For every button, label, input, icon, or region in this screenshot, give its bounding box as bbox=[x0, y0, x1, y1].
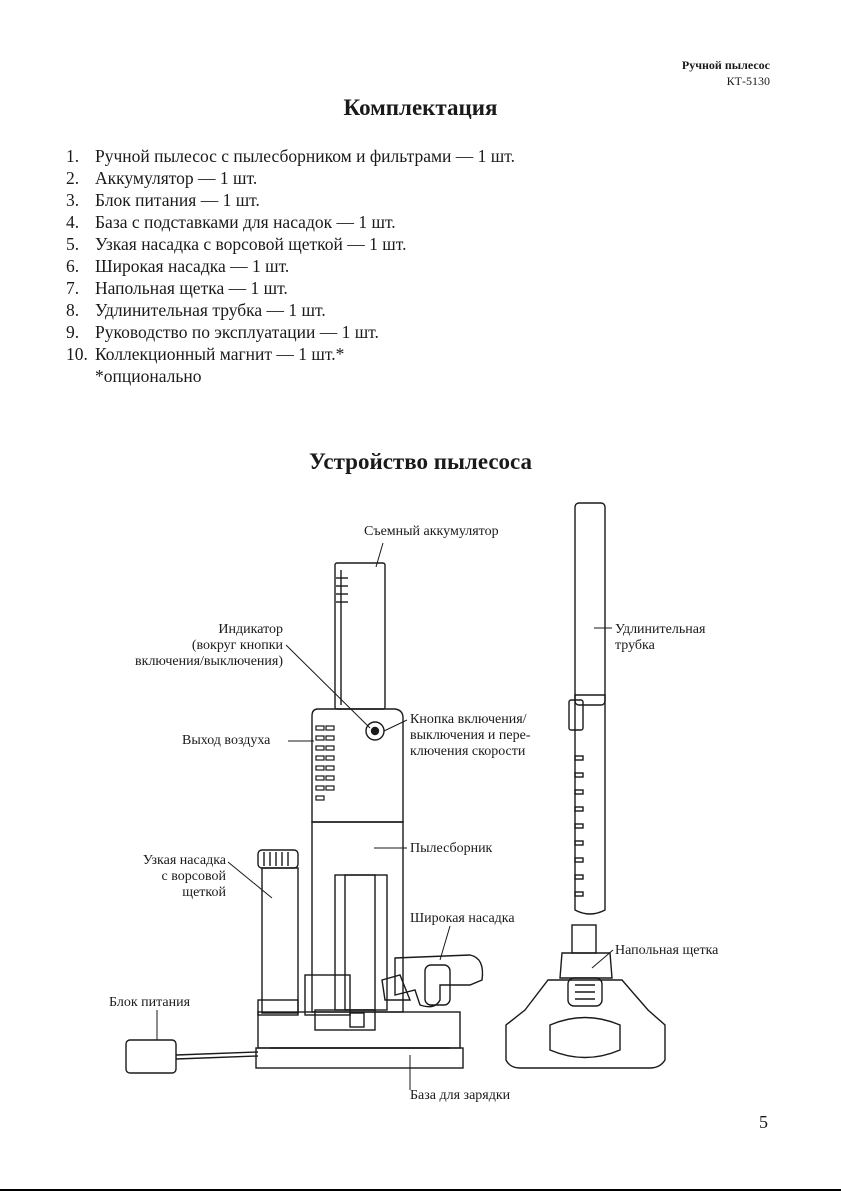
list-item: 10.Коллекционный магнит — 1 шт.* bbox=[66, 344, 345, 364]
extension-tube bbox=[568, 502, 606, 915]
charging-base bbox=[255, 1011, 464, 1069]
list-item: 3.Блок питания — 1 шт. bbox=[66, 190, 260, 210]
label-power-unit: Блок питания bbox=[109, 995, 191, 1010]
bottom-rule bbox=[0, 1189, 841, 1191]
section-title-contents: Комплектация bbox=[343, 95, 498, 120]
narrow-nozzle bbox=[257, 849, 299, 1016]
label-narrow-nozzle: Узкая насадка с ворсовой щеткой bbox=[142, 853, 226, 900]
air-vents bbox=[315, 725, 335, 801]
floor-brush bbox=[505, 924, 666, 1069]
header-model: КТ-5130 bbox=[726, 74, 770, 88]
list-item: 1.Ручной пылесос с пылесборником и фильт… bbox=[66, 146, 515, 166]
list-item: 6.Широкая насадка — 1 шт. bbox=[66, 256, 290, 276]
section-title-device: Устройство пылесоса bbox=[308, 449, 533, 474]
label-floor-brush: Напольная щетка bbox=[615, 943, 719, 958]
list-item: 4.База с подставками для насадок — 1 шт. bbox=[66, 212, 396, 232]
label-extension-tube: Удлинительная трубка bbox=[615, 622, 706, 653]
label-charging-base: База для зарядки bbox=[410, 1088, 511, 1103]
label-wide-nozzle: Широкая насадка bbox=[410, 911, 515, 926]
label-battery: Съемный аккумулятор bbox=[364, 524, 499, 539]
power-adapter bbox=[125, 1039, 259, 1074]
label-air-outlet: Выход воздуха bbox=[182, 733, 271, 748]
list-item: 2.Аккумулятор — 1 шт. bbox=[66, 168, 258, 188]
list-item: 8.Удлинительная трубка — 1 шт. bbox=[66, 300, 326, 320]
callout-lines bbox=[156, 542, 614, 1090]
header-title: Ручной пылесос bbox=[681, 58, 770, 72]
list-item: 5.Узкая насадка с ворсовой щеткой — 1 шт… bbox=[66, 234, 407, 254]
label-indicator: Индикатор (вокруг кнопки включения/выклю… bbox=[135, 622, 283, 669]
label-power-button: Кнопка включения/ выключения и пере- клю… bbox=[410, 712, 531, 759]
optional-note: *опционально bbox=[95, 366, 202, 386]
contents-list: 1.Ручной пылесос с пылесборником и фильт… bbox=[66, 145, 515, 365]
wide-nozzle bbox=[381, 954, 484, 1008]
vacuum-body bbox=[304, 562, 404, 1031]
list-item: 7.Напольная щетка — 1 шт. bbox=[66, 278, 288, 298]
page-number: 5 bbox=[759, 1112, 768, 1132]
list-item: 9.Руководство по эксплуатации — 1 шт. bbox=[66, 322, 379, 342]
label-dust-container: Пылесборник bbox=[410, 841, 493, 856]
